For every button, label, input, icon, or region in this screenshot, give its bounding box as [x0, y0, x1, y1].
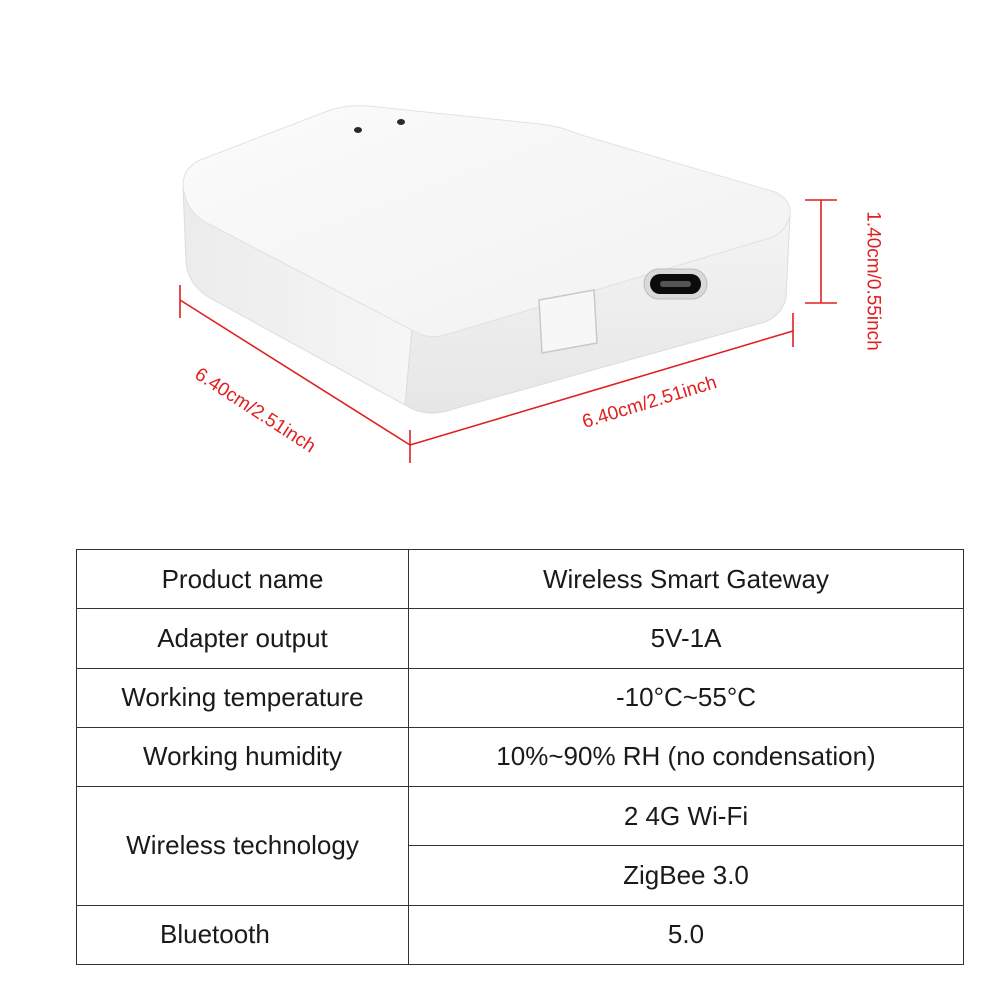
spec-value-bluetooth: 5.0	[408, 904, 964, 966]
spec-label-wireless-technology: Wireless technology	[76, 786, 409, 906]
table-row: Wireless technology 2 4G Wi-Fi	[76, 786, 964, 906]
spec-value-working-humidity: 10%~90% RH (no condensation)	[408, 726, 964, 788]
spec-value-adapter-output: 5V-1A	[408, 608, 964, 669]
spec-label-bluetooth: Bluetooth	[76, 904, 409, 966]
indicator-led-icon	[354, 127, 362, 133]
spec-table: Product name Wireless Smart Gateway Adap…	[76, 548, 964, 966]
reset-button-icon	[538, 289, 598, 354]
table-row: Bluetooth 5.0	[76, 904, 964, 966]
height-dimension-label: 1.40cm/0.55inch	[862, 211, 884, 351]
spec-value-wifi: 2 4G Wi-Fi	[408, 786, 964, 847]
spec-value-working-temperature: -10°C~55°C	[408, 667, 964, 728]
spec-label-product-name: Product name	[76, 548, 409, 610]
table-row: Product name Wireless Smart Gateway	[76, 548, 964, 610]
gateway-device	[182, 105, 791, 414]
spec-label-working-temperature: Working temperature	[76, 667, 409, 728]
spec-label-working-humidity: Working humidity	[76, 726, 409, 788]
width-dimension-line	[409, 313, 794, 446]
table-row: Adapter output 5V-1A	[76, 608, 964, 669]
spec-label-adapter-output: Adapter output	[76, 608, 409, 669]
depth-dimension-line	[179, 285, 411, 463]
indicator-led-icon	[397, 119, 405, 125]
spec-value-product-name: Wireless Smart Gateway	[408, 548, 964, 610]
usb-c-port-icon	[643, 268, 708, 300]
height-dimension-line	[805, 199, 837, 304]
table-row: Working humidity 10%~90% RH (no condensa…	[76, 726, 964, 788]
spec-value-zigbee: ZigBee 3.0	[408, 845, 964, 906]
product-image	[179, 105, 837, 463]
table-row: Working temperature -10°C~55°C	[76, 667, 964, 728]
